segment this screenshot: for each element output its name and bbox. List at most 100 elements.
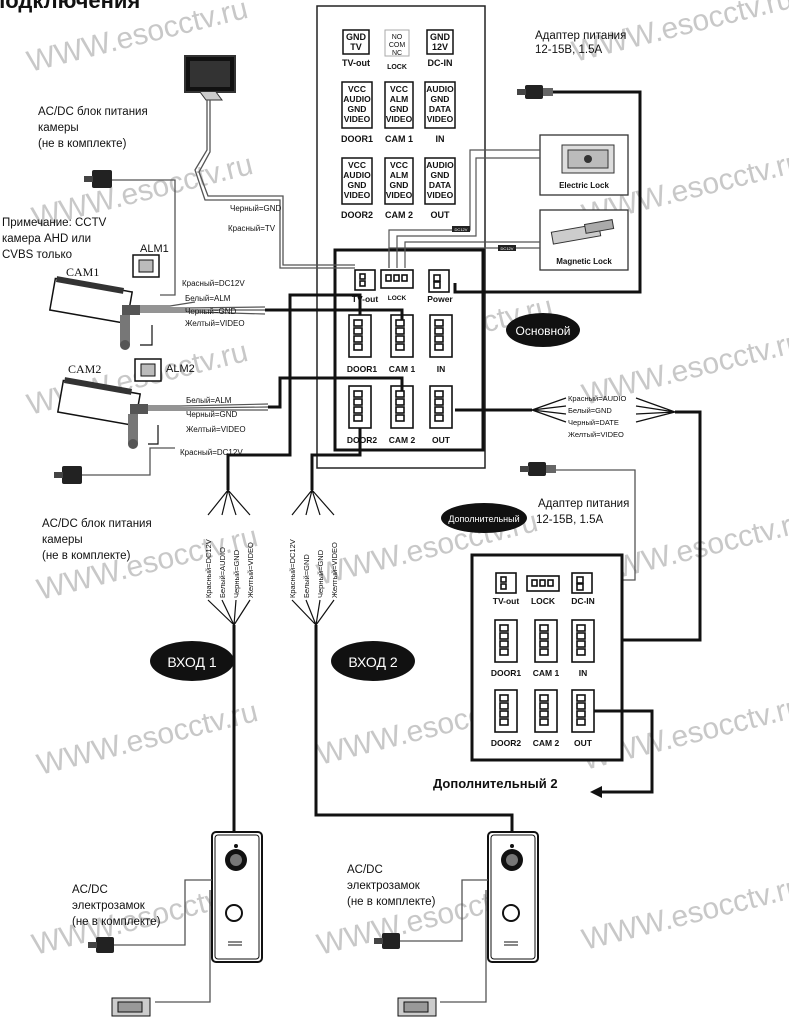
ext2-arrow-icon — [590, 786, 602, 798]
in-caption: IN — [436, 134, 445, 144]
cam1-name: CAM1 — [66, 265, 99, 279]
electric-lock-icon — [561, 144, 615, 174]
lock-caption: LOCK — [387, 64, 407, 71]
adapter-main-plug-icon — [517, 85, 553, 99]
watermark-16: WWW.esocctv.ru — [579, 870, 789, 957]
input1-badge-label: ВХОД 1 — [167, 654, 217, 670]
out-yellow: Желтый=VIDEO — [568, 430, 624, 439]
lock-label-l1: NO — [392, 34, 403, 41]
ext-out-label: OUT — [574, 738, 593, 748]
camera-psu-top-icon — [84, 170, 112, 188]
out-label-l1: AUDIO — [426, 160, 454, 170]
ext-lock-label: LOCK — [531, 596, 556, 606]
adapter-main-line1: Адаптер питания — [535, 30, 626, 42]
door2-label-box — [341, 157, 373, 205]
ext-badge-label: Дополнительный — [448, 514, 519, 524]
cam2-label-l4: VIDEO — [386, 190, 413, 200]
dcin-label-l1: GND — [430, 32, 451, 42]
cam2-label-l1: VCC — [390, 160, 408, 170]
tvout-label-l1: GND — [346, 32, 367, 42]
lock2-plug-icon — [374, 933, 400, 949]
cam2-connector-label: CAM 2 — [389, 435, 416, 445]
lock1-icon — [111, 997, 151, 1017]
tvout-connector — [354, 269, 376, 291]
out-caption: OUT — [431, 210, 451, 220]
magnetic-lock-icon — [550, 219, 615, 245]
cam2-wires — [148, 403, 269, 411]
cam2-camera-icon — [56, 377, 159, 449]
monitor-cable — [194, 100, 355, 269]
in2-wire-2: Белый=GND — [302, 554, 311, 598]
door1-connector-label: DOOR1 — [347, 364, 378, 374]
out-label-l4: VIDEO — [427, 190, 454, 200]
cam1-label-l3: GND — [390, 104, 409, 114]
input2-fanout — [291, 489, 335, 626]
adapter-ext-line1: Адаптер питания — [538, 498, 629, 510]
monitor-black-wire: Черный=GND — [230, 204, 282, 213]
out-black: Черный=DATE — [568, 418, 619, 427]
in1-wire-1: Красный=DC12V — [204, 539, 213, 598]
out-connector-label: OUT — [432, 435, 451, 445]
page-title-fragment: подключения — [0, 0, 140, 13]
door1-caption: DOOR1 — [341, 134, 373, 144]
ext-tvout-label: TV-out — [493, 596, 520, 606]
electric-lock-label: Electric Lock — [559, 181, 609, 190]
cam1-label-l2: ALM — [390, 94, 408, 104]
ext-door1-label: DOOR1 — [491, 668, 522, 678]
power-connector-label: Power — [427, 294, 453, 304]
cam1-label-l1: VCC — [390, 84, 408, 94]
cam2-white: Белый=ALM — [186, 396, 232, 405]
out-label-l2: GND — [431, 170, 450, 180]
cam1-caption: CAM 1 — [385, 134, 413, 144]
cam1-white: Белый=ALM — [185, 294, 231, 303]
dcin-caption: DC-IN — [428, 58, 453, 68]
monitor-red-wire: Красный=TV — [228, 224, 276, 233]
dcin-label-box — [426, 29, 454, 55]
cam1-yellow: Желтый=VIDEO — [185, 319, 245, 328]
main-label-blocks: GND TV TV-out NO COM NC LOCK GND 12V DC-… — [341, 29, 456, 220]
door1-label-l3: GND — [348, 104, 367, 114]
extension-connectors — [494, 572, 595, 733]
out-label-box — [424, 157, 456, 205]
in-label-box — [424, 81, 456, 129]
cam2-label-l2: ALM — [390, 170, 408, 180]
note-line3: CVBS только — [2, 249, 72, 261]
in2-wire-4: Желтый=VIDEO — [330, 542, 339, 598]
adapter-main-line2: 12-15В, 1.5А — [535, 44, 602, 56]
input2-cable — [314, 625, 514, 832]
cam1-label-box — [384, 81, 414, 129]
ext-cam2-label: CAM 2 — [533, 738, 560, 748]
input2-badge-label: ВХОД 2 — [348, 654, 398, 670]
lock2-line2: электрозамок — [347, 880, 421, 892]
door2-label-l1: VCC — [348, 160, 366, 170]
in-connector — [429, 314, 453, 358]
camera-psu-mid-line1: AC/DC блок питания — [42, 518, 152, 530]
dcin-label-l2: 12V — [432, 42, 448, 52]
ext2-cable — [594, 709, 654, 794]
adapter-ext-line2: 12-15В, 1.5А — [536, 514, 603, 526]
tvout-label-l2: TV — [350, 42, 362, 52]
camera-psu-mid-line2: камеры — [42, 534, 83, 546]
adapter-ext-plug-icon — [520, 462, 556, 476]
main-unit-badge — [506, 313, 580, 347]
camera-psu-top-line2: камеры — [38, 122, 79, 134]
door2-caption: DOOR2 — [341, 210, 373, 220]
cam2-main-cable — [268, 376, 404, 409]
input2-badge — [331, 641, 415, 681]
door2-main-cable — [310, 428, 362, 490]
lock1-line1: AC/DC — [72, 884, 108, 896]
ext-cam1-label: CAM 1 — [533, 668, 560, 678]
input1-fanout — [207, 489, 251, 626]
dc12v-tag-b-label: DC12V — [501, 246, 514, 251]
alm1-sensor-icon — [132, 254, 160, 278]
door2-label-l4: VIDEO — [344, 190, 371, 200]
cam1-red: Красный=DC12V — [182, 279, 245, 288]
alm2-sensor-icon — [134, 358, 162, 382]
dc12v-tag-b — [498, 245, 516, 251]
tvout-connector-label: TV-out — [352, 294, 379, 304]
out-fanout — [531, 397, 676, 423]
camera-psu-mid-line3: (не в комплекте) — [42, 550, 131, 562]
ext-in-label: IN — [579, 668, 588, 678]
in2-wire-1: Красный=DC12V — [288, 539, 297, 598]
lock-label-l2: COM — [389, 42, 406, 49]
